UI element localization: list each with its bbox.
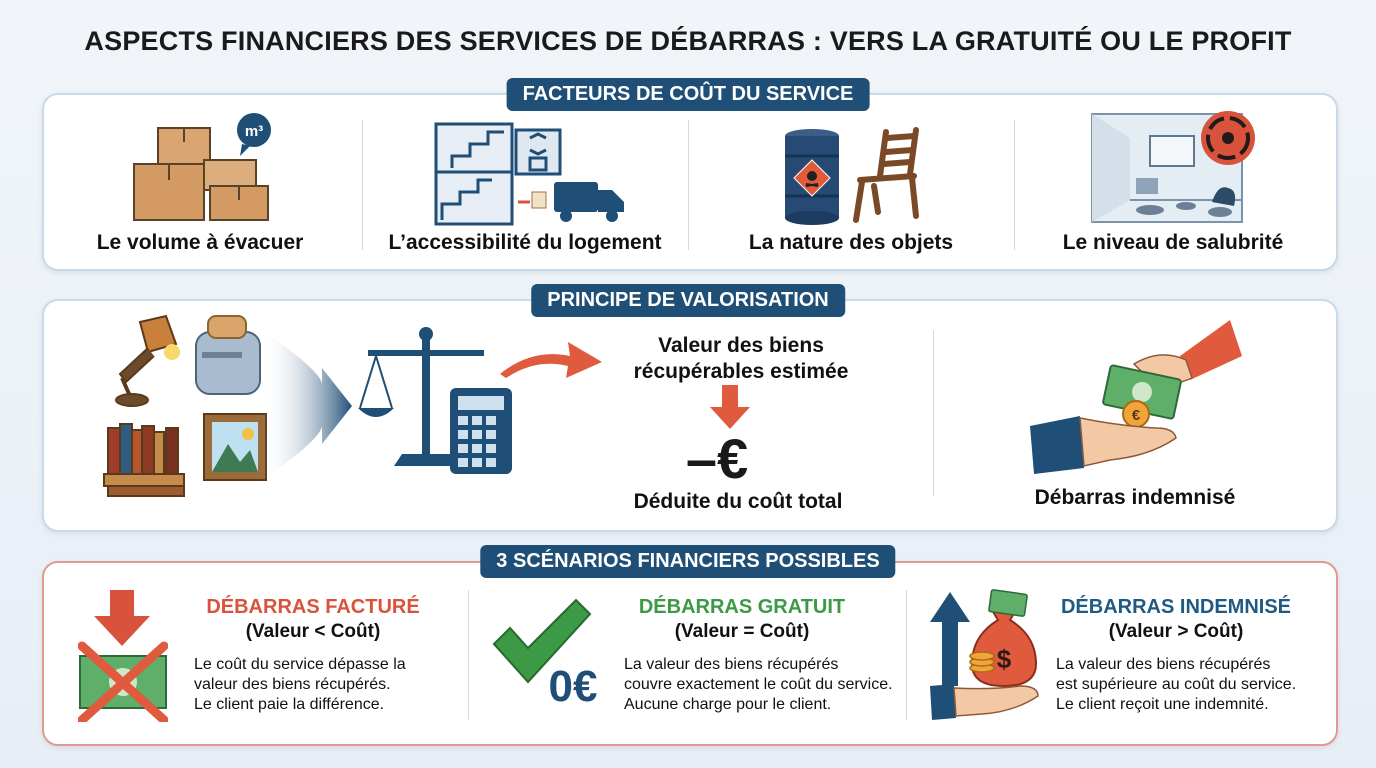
scenarios-panel: [42, 561, 1338, 746]
flow-arrow-icon: [262, 330, 352, 480]
divider: [468, 590, 469, 720]
divider: [1014, 120, 1015, 250]
scenario-description: La valeur des biens récupérés couvre exa…: [624, 656, 893, 713]
scale-calculator-icon: [358, 327, 512, 474]
zero-euro-badge: 0€: [548, 662, 598, 711]
cost-factors-header: FACTEURS DE COÛT DU SERVICE: [506, 78, 870, 111]
scenario-description: Le coût du service dépasse la valeur des…: [194, 656, 406, 713]
scenario-subtitle: (Valeur = Coût): [674, 621, 810, 642]
money-bag-hand-icon: $: [930, 589, 1039, 720]
barrel-chair-icon: [785, 127, 919, 225]
building-stairs-icon: [434, 122, 624, 226]
household-items-icon: [103, 314, 267, 497]
scenario-title: DÉBARRAS GRATUIT: [638, 596, 846, 618]
divider: [933, 330, 934, 496]
crossed-money-icon: [78, 590, 168, 722]
divider: [362, 120, 363, 250]
scenarios-header: 3 SCÉNARIOS FINANCIERS POSSIBLES: [480, 545, 896, 578]
page-title: ASPECTS FINANCIERS DES SERVICES DE DÉBAR…: [84, 26, 1292, 56]
boxes-icon: m³: [133, 113, 271, 221]
minus-euro-symbol: –€: [685, 427, 749, 490]
cost-factor-label: La nature des objets: [748, 231, 954, 254]
hand-money-icon: €: [1030, 320, 1242, 474]
deducted-text: Déduite du coût total: [633, 490, 843, 513]
svg-text:€: €: [1132, 407, 1141, 424]
valuation-header: PRINCIPE DE VALORISATION: [531, 284, 845, 317]
estimated-value-text: Valeur des biens récupérables estimée: [633, 334, 849, 383]
scenario-subtitle: (Valeur > Coût): [1108, 621, 1244, 642]
cost-factor-label: Le niveau de salubrité: [1062, 231, 1284, 254]
cost-factor-label: L’accessibilité du logement: [388, 231, 662, 254]
scenario-description: La valeur des biens récupérés est supéri…: [1056, 656, 1297, 713]
down-arrow-icon: [710, 385, 750, 429]
divider: [906, 590, 907, 720]
svg-text:$: $: [997, 644, 1012, 674]
scenario-title: DÉBARRAS FACTURÉ: [206, 596, 420, 618]
biohazard-room-icon: [1091, 111, 1255, 223]
compensated-text: Débarras indemnisé: [1034, 486, 1236, 509]
scenario-title: DÉBARRAS INDEMNISÉ: [1060, 596, 1292, 618]
cost-factor-label: Le volume à évacuer: [96, 231, 304, 254]
volume-badge: m³: [245, 123, 263, 140]
divider: [688, 120, 689, 250]
check-icon: [492, 598, 592, 684]
scenario-subtitle: (Valeur < Coût): [245, 621, 381, 642]
curved-arrow-icon: [500, 342, 602, 378]
